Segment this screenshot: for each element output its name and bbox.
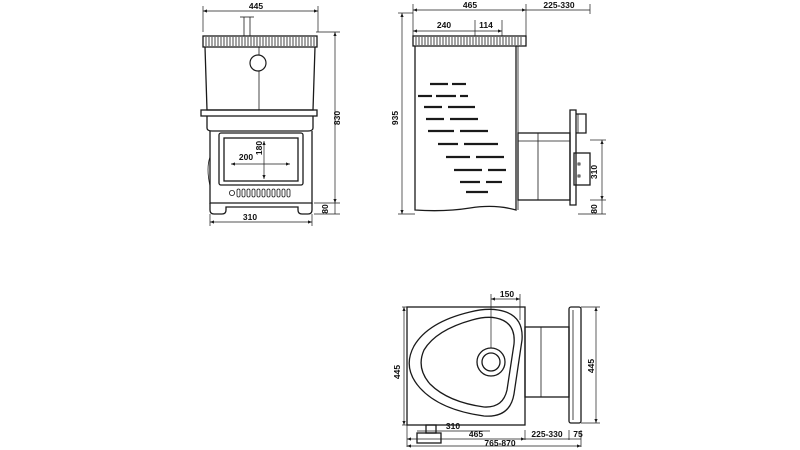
- top-view: 150 445 445 310 465 225-330 75 765-870: [392, 289, 600, 448]
- front-width-label: 445: [249, 1, 263, 11]
- side-fire-tunnel: [517, 132, 571, 201]
- front-flue-circle: [249, 54, 267, 72]
- top-flue-diameter-label: 150: [500, 289, 514, 299]
- top-tunnel-width-label: 445: [586, 359, 596, 373]
- top-basin-outer: [408, 308, 523, 417]
- side-view: 465 225-330 240 114: [390, 0, 606, 215]
- front-height-label: 830: [332, 111, 342, 125]
- door-width-label: 200: [239, 152, 253, 162]
- top-rim-label: 75: [573, 429, 583, 439]
- top-flue-range-label: 225-330: [531, 429, 562, 439]
- side-tunnel-height-label: 310: [589, 165, 599, 179]
- door-height-label: 180: [254, 141, 264, 155]
- front-door-glass: [223, 137, 299, 182]
- side-leg-height-label: 80: [589, 204, 599, 214]
- side-height-label: 935: [390, 111, 400, 125]
- top-flue-circle: [476, 347, 506, 377]
- side-top-segment-label: 240: [437, 20, 451, 30]
- top-base-width-label: 310: [446, 421, 460, 431]
- top-total-length-label: 765-870: [484, 438, 515, 448]
- front-ash-vents: [228, 188, 291, 198]
- side-stone-grate: [415, 37, 522, 45]
- side-flue-offset-label: 114: [479, 20, 493, 30]
- top-width-label: 445: [392, 365, 402, 379]
- side-flue-range-label: 225-330: [543, 0, 574, 10]
- front-stone-grate: [205, 37, 315, 46]
- side-depth-label: 465: [463, 0, 477, 10]
- top-outer-body: [406, 306, 526, 426]
- front-base-width-label: 310: [243, 212, 257, 222]
- front-leg-height-label: 80: [320, 204, 330, 214]
- side-stone-lines: [418, 82, 506, 194]
- top-depth-label: 465: [469, 429, 483, 439]
- front-view: 445 200 180: [200, 1, 342, 226]
